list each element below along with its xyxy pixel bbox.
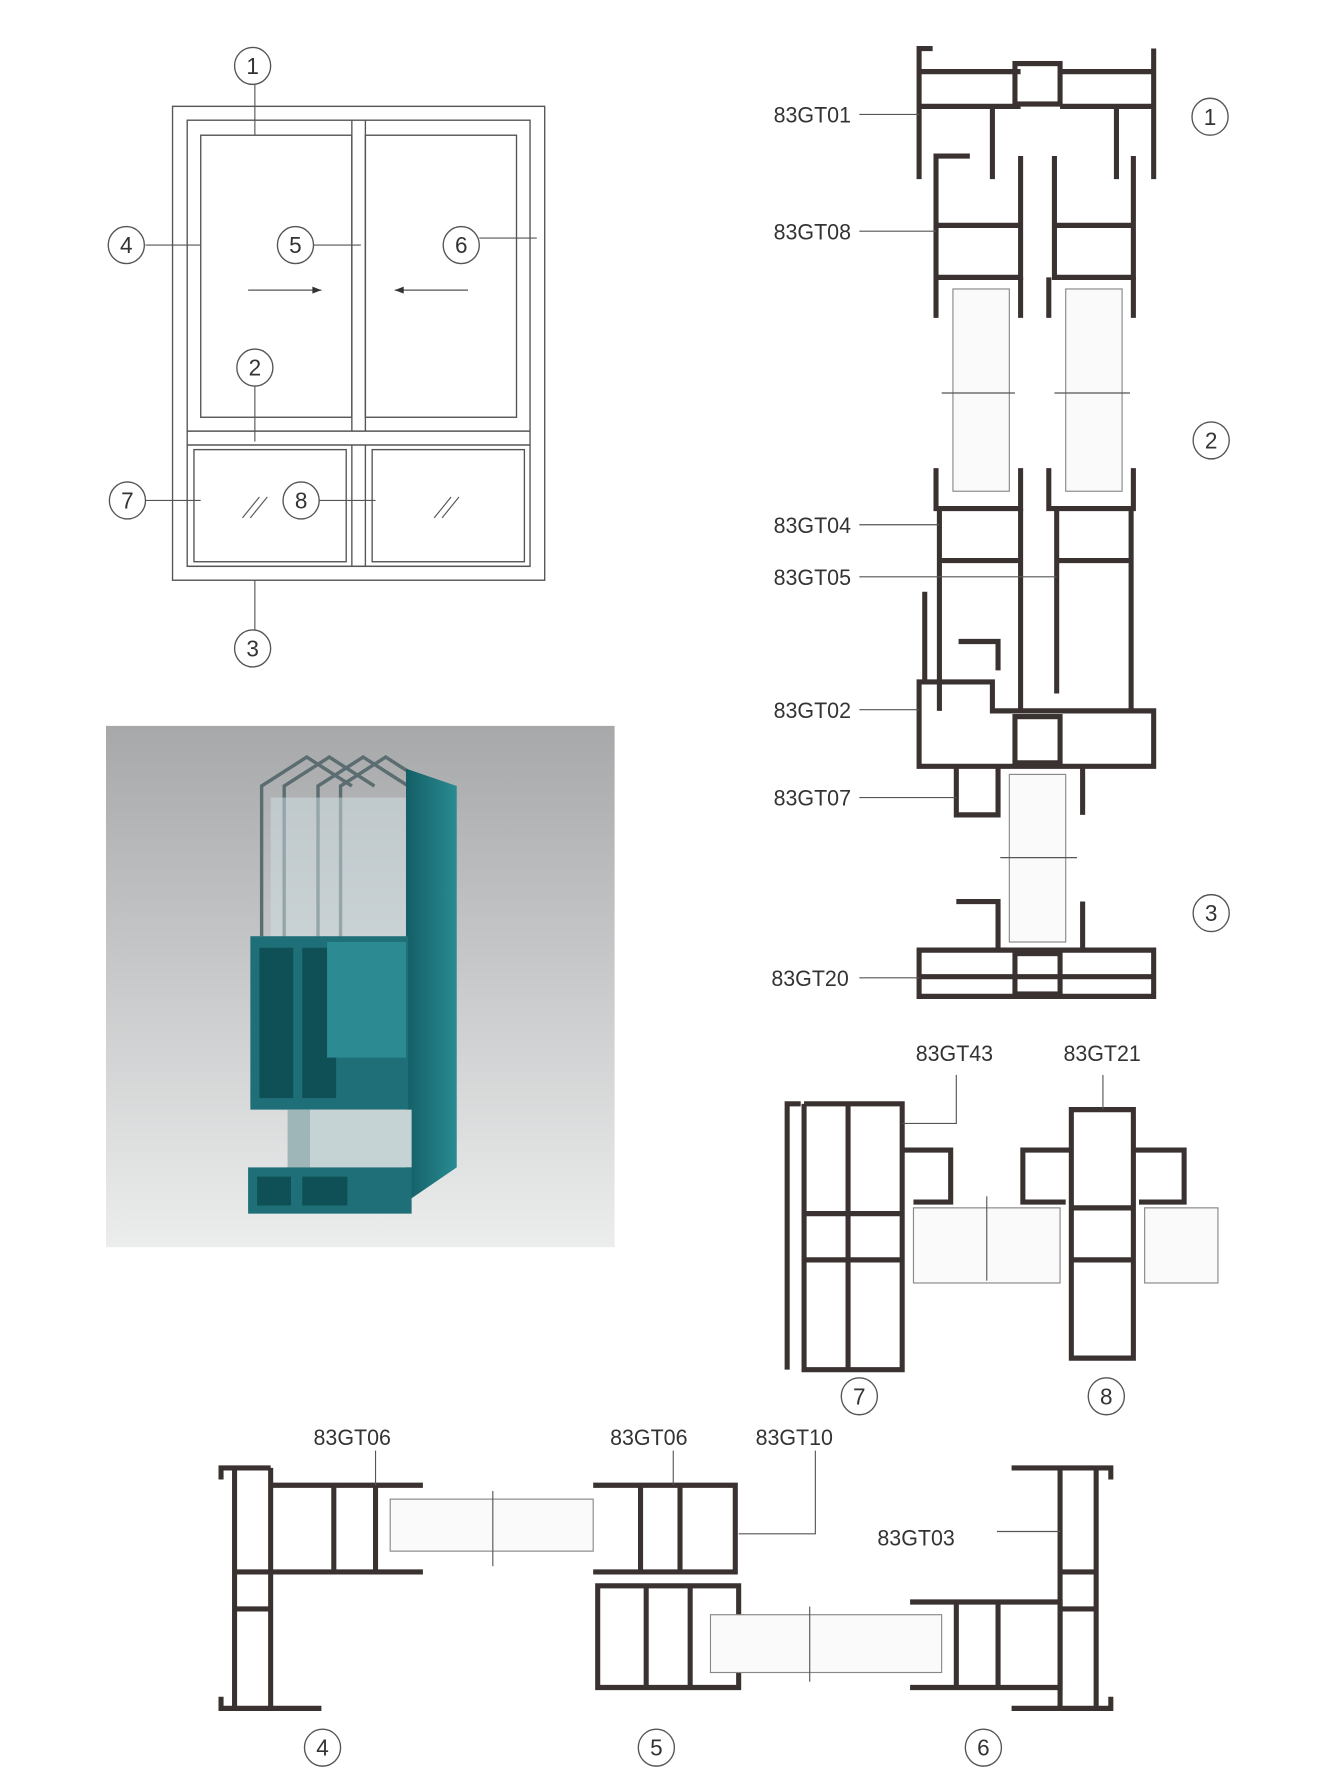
profile-label-83gt20: 83GT20 <box>771 966 848 991</box>
svg-text:7: 7 <box>121 487 134 513</box>
svg-text:4: 4 <box>316 1734 329 1760</box>
marker-6: 6 <box>964 1728 1003 1767</box>
profile-label-83gt06-center: 83GT06 <box>610 1425 687 1450</box>
arrow-left-icon <box>394 286 404 294</box>
profile-label-83gt06-left: 83GT06 <box>314 1425 391 1450</box>
svg-text:5: 5 <box>650 1734 663 1760</box>
marker-5: 5 <box>276 225 315 265</box>
svg-text:2: 2 <box>249 354 262 380</box>
marker-8: 8 <box>1087 1377 1126 1416</box>
svg-text:2: 2 <box>1205 427 1218 453</box>
svg-text:8: 8 <box>1100 1383 1113 1409</box>
marker-7: 7 <box>840 1377 879 1416</box>
svg-text:8: 8 <box>295 487 308 513</box>
marker-3: 3 <box>1192 893 1230 933</box>
profile-label-83gt10: 83GT10 <box>756 1425 833 1450</box>
arrow-right-icon <box>312 286 322 294</box>
marker-2: 2 <box>236 348 274 387</box>
profile-label-83gt05: 83GT05 <box>774 565 851 590</box>
marker-8: 8 <box>282 481 320 520</box>
profile-label-83gt04: 83GT04 <box>774 513 851 538</box>
svg-text:6: 6 <box>455 232 468 258</box>
marker-7: 7 <box>108 481 147 520</box>
profile-label-83gt01: 83GT01 <box>774 102 851 127</box>
window-elevation: 1 4 5 6 2 7 8 3 <box>107 46 546 668</box>
marker-6: 6 <box>442 225 480 265</box>
horizontal-section-drawing: 83GT06 83GT06 83GT10 83GT03 4 5 6 <box>218 1425 1114 1767</box>
profile-render-image <box>106 725 615 1248</box>
marker-2: 2 <box>1192 421 1230 460</box>
marker-1: 1 <box>1191 97 1229 136</box>
svg-text:6: 6 <box>977 1734 990 1760</box>
profile-label-83gt02: 83GT02 <box>774 698 851 723</box>
svg-text:7: 7 <box>853 1383 866 1409</box>
svg-text:3: 3 <box>1205 900 1218 926</box>
marker-4: 4 <box>107 225 146 265</box>
marker-5: 5 <box>637 1728 676 1767</box>
vertical-section-drawing: 83GT01 83GT08 83GT04 83GT05 83GT02 83GT0… <box>771 45 1230 999</box>
profile-label-83gt08: 83GT08 <box>774 219 851 244</box>
profile-label-83gt43: 83GT43 <box>916 1041 993 1066</box>
glass-hatch-icon <box>242 496 460 519</box>
svg-text:4: 4 <box>120 232 133 258</box>
svg-text:3: 3 <box>246 635 259 661</box>
profile-label-83gt07: 83GT07 <box>774 785 851 810</box>
transom-section-drawing: 83GT43 83GT21 7 8 <box>784 1041 1219 1416</box>
svg-text:5: 5 <box>289 232 302 258</box>
svg-text:1: 1 <box>246 53 259 79</box>
marker-3: 3 <box>233 629 272 668</box>
marker-1: 1 <box>233 46 272 86</box>
profile-label-83gt03: 83GT03 <box>877 1525 954 1550</box>
svg-text:1: 1 <box>1204 104 1217 130</box>
marker-4: 4 <box>303 1728 342 1767</box>
profile-label-83gt21: 83GT21 <box>1063 1041 1140 1066</box>
